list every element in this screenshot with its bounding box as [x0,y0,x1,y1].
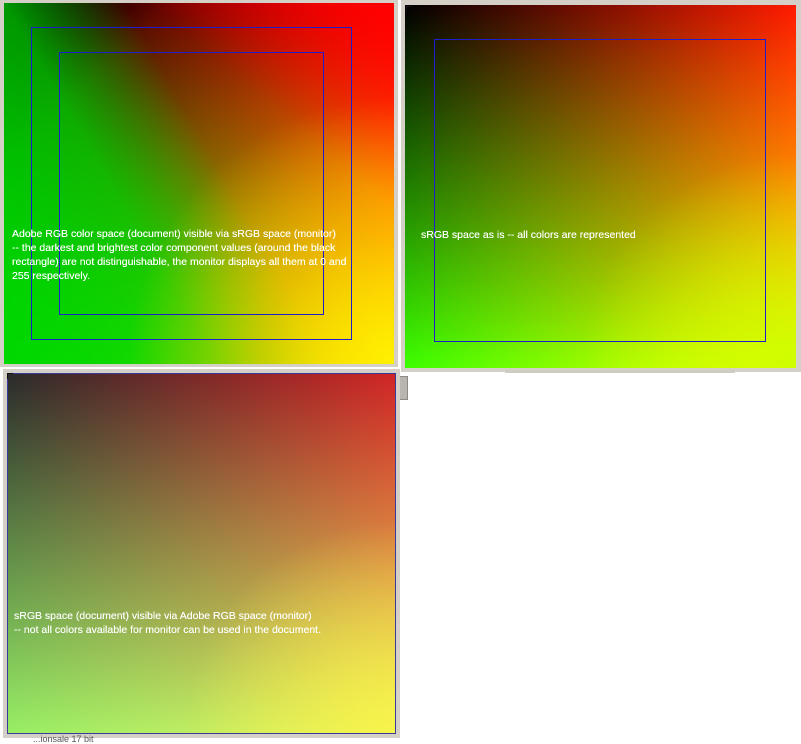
caption-adobe-on-srgb: Adobe RGB color space (document) visible… [12,228,347,282]
background-window-label: ...ionsale 17 bit [33,734,94,744]
corner-marker-icon [7,373,13,379]
hidden-window-edge [505,370,735,373]
inner-boundary-rect [59,52,324,315]
gradient-adobe-clip-yellow [4,3,394,364]
corner-marker-icon [406,6,412,12]
gradient-muted-yellow-corner [8,374,395,733]
caption-srgb-on-adobe: sRGB space (document) visible via Adobe … [14,610,321,636]
caption-srgb-as-is: sRGB space as is -- all colors are repre… [421,229,636,241]
srgb-boundary-rect [434,39,766,342]
panel-srgb-as-is[interactable]: sRGB space as is -- all colors are repre… [405,5,796,368]
panel-adobe-on-srgb[interactable]: Adobe RGB color space (document) visible… [4,3,394,364]
gradient-srgb-yellow-corner [405,5,796,368]
outer-boundary-rect [31,27,352,340]
panel-srgb-on-adobe[interactable]: sRGB space (document) visible via Adobe … [7,373,396,734]
scrollbar-thumb[interactable] [399,376,408,400]
